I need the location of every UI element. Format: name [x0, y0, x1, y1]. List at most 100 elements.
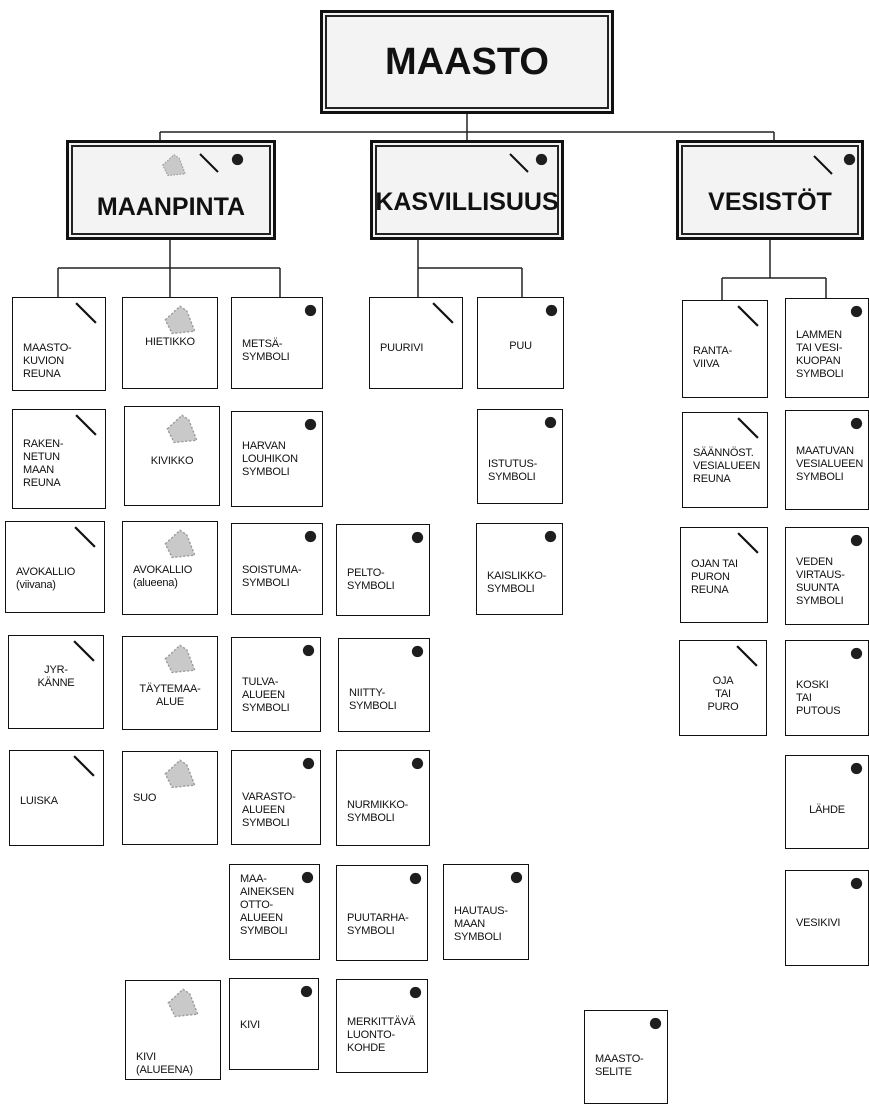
point-icon	[850, 305, 863, 323]
leaf-label: LAMMEN TAI VESI- KUOPAN SYMBOLI	[796, 329, 844, 380]
leaf-label: OJAN TAI PURON REUNA	[691, 558, 738, 596]
leaf-saannostellyn-vesialueen-reuna: SÄÄNNÖST. VESIALUEEN REUNA	[682, 412, 768, 508]
point-icon	[510, 871, 523, 889]
leaf-taytemaa-alue: TÄYTEMAA- ALUE	[122, 636, 218, 730]
leaf-kaislikkosymboli: KAISLIKKO- SYMBOLI	[476, 523, 563, 615]
leaf-label: TÄYTEMAA- ALUE	[139, 683, 201, 708]
leaf-label: PUU	[509, 340, 532, 352]
point-icon	[545, 304, 558, 322]
leaf-merkittava-luontokohde: MERKITTÄVÄ LUONTO- KOHDE	[336, 979, 428, 1073]
leaf-label: VESIKIVI	[796, 917, 841, 929]
area-icon	[165, 413, 199, 449]
leaf-niittysymboli: NIITTY- SYMBOLI	[338, 638, 430, 732]
leaf-harvan-louhikon-symboli: HARVAN LOUHIKON SYMBOLI	[231, 411, 323, 507]
leaf-oja-tai-puro: OJA TAI PURO	[679, 640, 767, 736]
point-icon	[302, 644, 315, 662]
leaf-label: KIVIKKO	[150, 455, 194, 467]
leaf-label: VARASTO- ALUEEN SYMBOLI	[242, 791, 296, 829]
category-title-kasvillisuus: KASVILLISUUS	[375, 188, 559, 216]
leaf-label: KOSKI TAI PUTOUS	[796, 679, 841, 717]
leaf-jyrkanne: JYR- KÄNNE	[8, 635, 104, 729]
area-icon	[161, 153, 187, 181]
leaf-label: HAUTAUS- MAAN SYMBOLI	[454, 905, 508, 943]
leaf-suo: SUO	[122, 751, 218, 845]
line-icon	[75, 414, 97, 441]
line-icon	[736, 645, 758, 672]
leaf-tulva-alueen-symboli: TULVA- ALUEEN SYMBOLI	[231, 637, 321, 732]
point-icon	[302, 757, 315, 775]
point-icon	[850, 762, 863, 780]
leaf-label: PUURIVI	[380, 342, 424, 354]
point-icon	[843, 153, 856, 171]
point-icon	[304, 304, 317, 322]
leaf-label: PELTO- SYMBOLI	[347, 567, 395, 592]
leaf-kivi-alueena: KIVI (ALUEENA)	[125, 980, 221, 1080]
point-icon	[304, 530, 317, 548]
leaf-soistumasymboli: SOISTUMA- SYMBOLI	[231, 523, 323, 615]
category-title-maanpinta: MAANPINTA	[96, 193, 246, 221]
category-title-vesistot: VESISTÖT	[708, 188, 832, 216]
leaf-maatuvan-vesialueen-symboli: MAATUVAN VESIALUEEN SYMBOLI	[785, 410, 869, 510]
leaf-label: LÄHDE	[809, 804, 845, 816]
point-icon	[411, 757, 424, 775]
point-icon	[301, 871, 314, 889]
point-icon	[850, 417, 863, 435]
point-icon	[850, 877, 863, 895]
category-node-vesistot: VESISTÖT	[676, 140, 864, 240]
category-node-kasvillisuus: KASVILLISUUS	[370, 140, 564, 240]
leaf-avokallio-alueena: AVOKALLIO (alueena)	[122, 521, 218, 615]
line-icon	[75, 302, 97, 329]
leaf-rantaviiva: RANTA- VIIVA	[682, 300, 768, 398]
point-icon	[544, 416, 557, 434]
leaf-varastoalueen-symboli: VARASTO- ALUEEN SYMBOLI	[231, 750, 321, 845]
point-icon	[544, 530, 557, 548]
leaf-label: MAASTO- KUVION REUNA	[23, 342, 72, 380]
area-icon	[163, 528, 197, 564]
leaf-maastokuvion-reuna: MAASTO- KUVION REUNA	[12, 297, 106, 391]
line-icon	[432, 302, 454, 329]
leaf-lammen-tai-vesikuopan-symboli: LAMMEN TAI VESI- KUOPAN SYMBOLI	[785, 298, 869, 398]
leaf-kivi: KIVI	[229, 978, 319, 1070]
leaf-label: NURMIKKO- SYMBOLI	[347, 799, 409, 824]
leaf-label: OJA TAI PURO	[707, 675, 739, 713]
leaf-label: VEDEN VIRTAUS- SUUNTA SYMBOLI	[796, 556, 845, 607]
line-icon	[199, 153, 219, 178]
leaf-avokallio-viivana: AVOKALLIO (viivana)	[5, 521, 105, 613]
leaf-label: RAKEN- NETUN MAAN REUNA	[23, 438, 64, 489]
leaf-label: AVOKALLIO (alueena)	[133, 564, 193, 589]
leaf-rakennetun-maan-reuna: RAKEN- NETUN MAAN REUNA	[12, 409, 106, 509]
line-icon	[74, 526, 96, 553]
line-icon	[737, 532, 759, 559]
point-icon	[411, 531, 424, 549]
point-icon	[304, 418, 317, 436]
point-icon	[850, 534, 863, 552]
line-icon	[73, 755, 95, 782]
leaf-koski-tai-putous: KOSKI TAI PUTOUS	[785, 640, 869, 736]
line-icon	[509, 153, 529, 178]
point-icon	[535, 153, 548, 171]
leaf-label: KAISLIKKO- SYMBOLI	[487, 570, 547, 595]
leaf-label: HIETIKKO	[145, 336, 195, 348]
leaf-label: MAATUVAN VESIALUEEN SYMBOLI	[796, 445, 864, 483]
category-node-maanpinta: MAANPINTA	[66, 140, 276, 240]
leaf-hietikko: HIETIKKO	[122, 297, 218, 389]
leaf-luiska: LUISKA	[9, 750, 104, 846]
root-title: MAASTO	[385, 40, 549, 83]
leaf-label: HARVAN LOUHIKON SYMBOLI	[242, 440, 298, 478]
area-icon	[163, 758, 197, 794]
leaf-metsasymboli: METSÄ- SYMBOLI	[231, 297, 323, 389]
leaf-label: LUISKA	[20, 795, 58, 807]
leaf-label: NIITTY- SYMBOLI	[349, 687, 397, 712]
point-icon	[300, 985, 313, 1003]
leaf-label: MAASTO- SELITE	[595, 1053, 644, 1078]
area-icon	[163, 643, 197, 679]
leaf-label: METSÄ- SYMBOLI	[242, 338, 290, 363]
line-icon	[73, 640, 95, 667]
line-icon	[737, 417, 759, 444]
line-icon	[737, 305, 759, 332]
leaf-label: JYR- KÄNNE	[37, 664, 75, 689]
leaf-kivikko: KIVIKKO	[124, 406, 220, 506]
leaf-peltosymboli: PELTO- SYMBOLI	[336, 524, 430, 616]
leaf-label: PUUTARHA- SYMBOLI	[347, 912, 409, 937]
